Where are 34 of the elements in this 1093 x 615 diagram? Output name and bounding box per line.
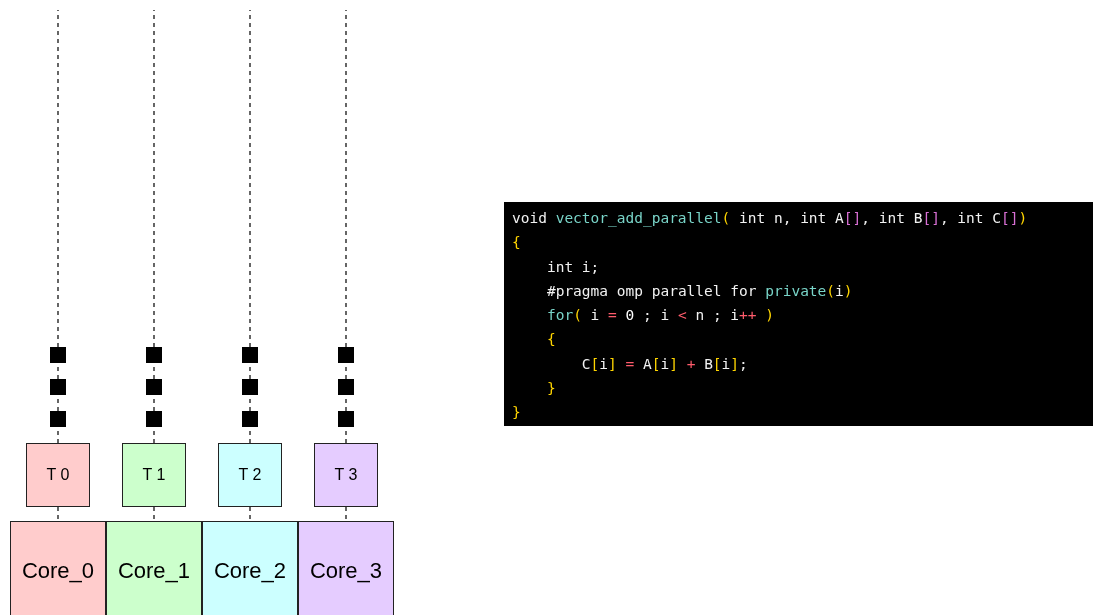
- code-line: C[i] = A[i] + B[i];: [580, 354, 749, 374]
- thread-box: [314, 443, 378, 507]
- dashed-connector: [345, 9, 347, 444]
- dashed-connector: [249, 9, 251, 444]
- code-line: #pragma omp parallel for private(i): [545, 281, 854, 301]
- core-label: Core_1: [117, 558, 191, 584]
- dashed-connector: [153, 9, 155, 444]
- code-line: }: [512, 403, 522, 423]
- dashed-connector: [249, 506, 251, 522]
- core-box: [10, 521, 106, 615]
- thread-box: [218, 443, 282, 507]
- core-box: [106, 521, 202, 615]
- core-box: [202, 521, 298, 615]
- code-line: {: [545, 330, 557, 350]
- code-block: [504, 202, 1093, 426]
- code-line: {: [512, 233, 522, 253]
- code-line: void vector_add_parallel( int n, int A[], int B[], int C[]): [512, 209, 1029, 229]
- thread-label: T 3: [334, 466, 358, 484]
- thread-label: T 2: [238, 466, 262, 484]
- core-label: Core_3: [309, 558, 383, 584]
- core-box: [298, 521, 394, 615]
- thread-label: T 0: [46, 466, 70, 484]
- dashed-connector: [57, 9, 59, 444]
- core-label: Core_2: [213, 558, 287, 584]
- thread-box: [122, 443, 186, 507]
- code-line: for( i = 0 ; i < n ; i++ ): [545, 306, 775, 326]
- thread-box: [26, 443, 90, 507]
- thread-label: T 1: [142, 466, 166, 484]
- dashed-connector: [57, 506, 59, 522]
- dashed-connector: [153, 506, 155, 522]
- code-line: int i;: [545, 257, 601, 277]
- dashed-connector: [345, 506, 347, 522]
- core-label: Core_0: [21, 558, 95, 584]
- code-line: }: [545, 379, 557, 399]
